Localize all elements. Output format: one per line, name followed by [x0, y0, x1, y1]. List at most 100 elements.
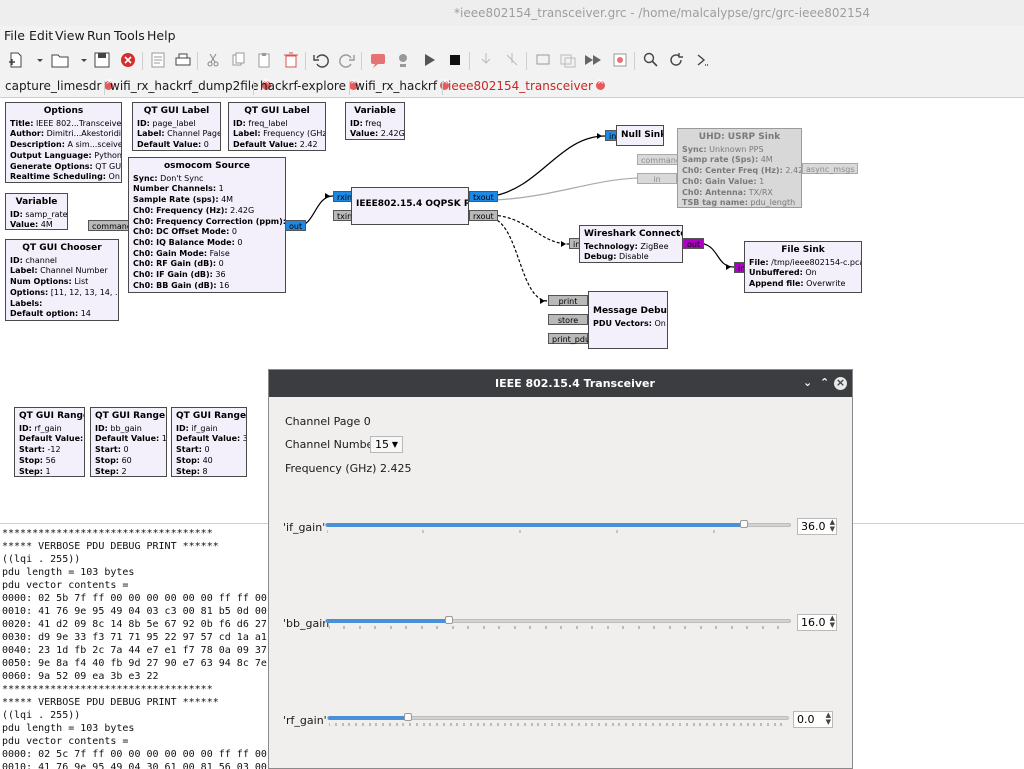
- bb-gain-spinbox[interactable]: 16.0 ▲▼: [797, 614, 837, 631]
- bb-gain-slider-handle[interactable]: [445, 616, 454, 624]
- redo-icon[interactable]: [337, 50, 357, 70]
- print-icon[interactable]: [173, 50, 193, 70]
- spin-arrows-icon[interactable]: ▲▼: [829, 614, 835, 629]
- port-print-pdu[interactable]: print_pdu: [548, 333, 590, 344]
- param-value: 14: [80, 309, 91, 319]
- param-name: Default Value:: [95, 434, 160, 444]
- port-in-usrp[interactable]: in: [637, 173, 677, 184]
- kill-icon[interactable]: [610, 50, 630, 70]
- spin-arrows-icon[interactable]: ▲▼: [825, 711, 831, 726]
- param-value: List: [74, 277, 89, 287]
- if-gain-slider[interactable]: [325, 523, 791, 527]
- spin-arrows-icon[interactable]: ▲▼: [829, 518, 835, 533]
- block-file-sink[interactable]: File Sink File: /tmp/ieee802154-c.pcap U…: [744, 241, 862, 293]
- block-oqpsk-phy[interactable]: IEEE802.15.4 OQPSK PHY: [351, 187, 469, 225]
- search-icon[interactable]: [641, 50, 661, 70]
- menu-tools[interactable]: Tools: [114, 28, 145, 43]
- block-qt-label-freq[interactable]: QT GUI Label ID: freq_label Label: Frequ…: [228, 102, 326, 151]
- close-flowgraph-icon[interactable]: [118, 50, 138, 70]
- new-dropdown-icon[interactable]: [30, 50, 43, 70]
- bypass-icon[interactable]: [533, 50, 553, 70]
- enable-icon[interactable]: [476, 50, 496, 70]
- block-qt-label-page[interactable]: QT GUI Label ID: page_label Label: Chann…: [132, 102, 221, 151]
- param-value: 2.42: [299, 140, 318, 150]
- param-value: Overwrite: [806, 279, 846, 289]
- port-print[interactable]: print: [548, 295, 588, 306]
- close-tab-icon[interactable]: [595, 77, 605, 90]
- rf-gain-slider-handle[interactable]: [404, 713, 413, 721]
- menu-view[interactable]: View: [55, 28, 85, 43]
- close-tab-icon[interactable]: [104, 77, 114, 90]
- menu-run[interactable]: Run: [87, 28, 111, 43]
- block-usrp-sink[interactable]: UHD: USRP Sink Sync: Unknown PPS Samp ra…: [677, 128, 802, 208]
- port-rxout[interactable]: rxout: [469, 210, 498, 221]
- if-gain-spinbox[interactable]: 36.0 ▲▼: [797, 518, 837, 535]
- errors-icon[interactable]: [368, 50, 388, 70]
- stop-icon[interactable]: [445, 50, 465, 70]
- tab-hackrf-explore[interactable]: hackrf-explore: [260, 77, 358, 93]
- block-options[interactable]: Options Title: IEEE 802...Transceiver Au…: [5, 102, 122, 183]
- block-qt-chooser[interactable]: QT GUI Chooser ID: channel Label: Channe…: [5, 239, 119, 321]
- port-store[interactable]: store: [548, 314, 588, 325]
- menu-file[interactable]: File: [4, 28, 25, 43]
- block-range-bb-gain[interactable]: QT GUI Range ID: bb_gain Default Value: …: [90, 407, 167, 477]
- bb-gain-slider[interactable]: [325, 619, 791, 623]
- port-txout[interactable]: txout: [469, 191, 498, 202]
- param-value: 56: [45, 455, 56, 465]
- tab-label: capture_limesdr: [5, 79, 102, 93]
- rf-gain-spinbox[interactable]: 0.0 ▲▼: [793, 711, 833, 728]
- block-message-debug[interactable]: Message Debug PDU Vectors: On: [588, 291, 668, 349]
- undo-icon[interactable]: [311, 50, 331, 70]
- port-out-osmocom[interactable]: out: [285, 220, 307, 231]
- tab-ieee802154-transceiver[interactable]: ieee802154_transceiver: [448, 77, 605, 93]
- if-gain-slider-handle[interactable]: [740, 520, 749, 528]
- console-line: 0060: 9a 52 09 ea 3b e3 22: [2, 671, 159, 682]
- show-console-icon[interactable]: [693, 50, 713, 70]
- create-hier-icon[interactable]: [558, 50, 578, 70]
- tab-wifi-rx-hackrf[interactable]: wifi_rx_hackrf: [355, 77, 450, 93]
- param-name: Default option:: [10, 309, 79, 319]
- fast-forward-icon[interactable]: [583, 50, 603, 70]
- save-icon[interactable]: [92, 50, 112, 70]
- block-null-sink[interactable]: Null Sink: [616, 125, 664, 146]
- delete-icon[interactable]: [281, 50, 301, 70]
- param-name: Step:: [19, 466, 43, 476]
- block-title: UHD: USRP Sink: [698, 132, 781, 142]
- generate-icon[interactable]: [393, 50, 413, 70]
- flowgraph-canvas[interactable]: Options Title: IEEE 802...Transceiver Au…: [0, 98, 1024, 523]
- block-range-if-gain[interactable]: QT GUI Range ID: if_gain Default Value: …: [171, 407, 247, 477]
- block-variable-samp-rate[interactable]: Variable ID: samp_rate Value: 4M: [5, 193, 68, 230]
- open-icon[interactable]: [50, 50, 70, 70]
- tab-capture-limesdr[interactable]: capture_limesdr: [5, 77, 114, 93]
- param-name: Author:: [10, 129, 45, 139]
- port-async-msgs[interactable]: async_msgs: [802, 163, 859, 174]
- block-variable-freq[interactable]: Variable ID: freq Value: 2.42G: [345, 102, 405, 140]
- menu-edit[interactable]: Edit: [29, 28, 54, 43]
- disable-icon[interactable]: [502, 50, 522, 70]
- minimize-icon[interactable]: ⌄: [803, 376, 813, 389]
- preferences-icon[interactable]: [148, 50, 168, 70]
- param-name: Start:: [19, 445, 45, 455]
- block-range-rf-gain[interactable]: QT GUI Range ID: rf_gain Default Value: …: [14, 407, 85, 477]
- channel-number-select[interactable]: 15 ▼: [370, 436, 403, 453]
- transceiver-titlebar[interactable]: IEEE 802.15.4 Transceiver ⌄ ⌃ ×: [269, 370, 852, 397]
- copy-icon[interactable]: [228, 50, 248, 70]
- close-tab-icon[interactable]: [440, 77, 450, 90]
- close-tab-icon[interactable]: [348, 77, 358, 90]
- maximize-icon[interactable]: ⌃: [820, 376, 830, 389]
- tab-wifi-rx-hackrf-dump2file[interactable]: wifi_rx_hackrf_dump2file: [110, 77, 271, 93]
- new-icon[interactable]: [6, 50, 26, 70]
- menu-help[interactable]: Help: [147, 28, 176, 43]
- close-tab-icon[interactable]: [261, 77, 271, 90]
- rf-gain-slider[interactable]: [327, 716, 789, 720]
- block-wireshark-connector[interactable]: Wireshark Connector Technology: ZigBee D…: [579, 225, 683, 263]
- transceiver-window: IEEE 802.15.4 Transceiver ⌄ ⌃ × Channel …: [268, 369, 853, 769]
- close-icon[interactable]: ×: [834, 376, 847, 390]
- block-osmocom-source[interactable]: osmocom Source Sync: Don't Sync Number C…: [128, 157, 286, 293]
- port-out-wireshark[interactable]: out: [683, 238, 705, 249]
- paste-icon[interactable]: [254, 50, 274, 70]
- execute-icon[interactable]: [419, 50, 439, 70]
- open-dropdown-icon[interactable]: [74, 50, 87, 70]
- reload-icon[interactable]: [666, 50, 686, 70]
- cut-icon[interactable]: [203, 50, 223, 70]
